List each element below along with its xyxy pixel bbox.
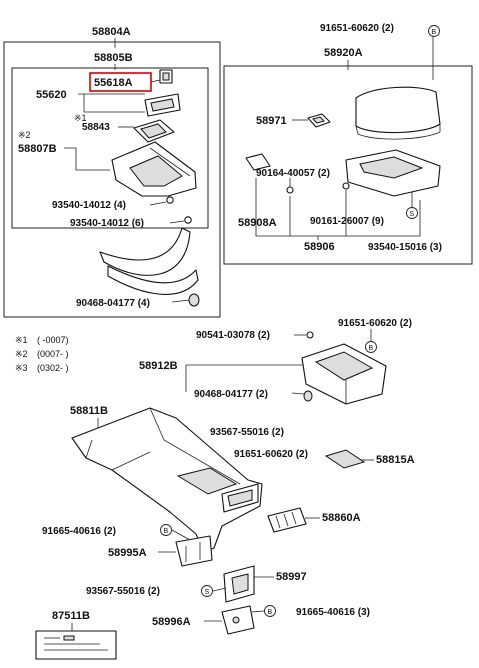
- label-58912b[interactable]: 58912B: [139, 360, 178, 372]
- part-screws-right: [286, 182, 350, 194]
- part-58843-tray: [133, 119, 175, 143]
- label-90161-26007-9[interactable]: 90161-26007 (9): [310, 216, 384, 227]
- label-58815a[interactable]: 58815A: [376, 454, 415, 466]
- label-58920a[interactable]: 58920A: [324, 47, 363, 59]
- label-58997[interactable]: 58997: [276, 571, 307, 583]
- label-91665-40616-2[interactable]: 91665-40616 (2): [42, 526, 116, 537]
- svg-text:(0007- ): (0007- ): [37, 349, 69, 359]
- label-93540-14012-6[interactable]: 93540-14012 (6): [70, 218, 144, 229]
- label-55618a[interactable]: 55618A: [94, 77, 133, 89]
- part-58995a-bracket: [175, 535, 213, 567]
- svg-text:※2: ※2: [15, 349, 28, 359]
- label-58843[interactable]: 58843: [82, 122, 110, 133]
- label-87511b[interactable]: 87511B: [52, 610, 90, 622]
- part-87511b-label-plate: [35, 630, 117, 660]
- svg-text:※1: ※1: [15, 335, 28, 345]
- part-58996a-bracket: [221, 605, 255, 635]
- part-58815a-mat: [324, 449, 366, 469]
- svg-text:S: S: [410, 211, 415, 218]
- label-93567-55016-2-a[interactable]: 93567-55016 (2): [210, 427, 284, 438]
- svg-text:※3: ※3: [15, 363, 28, 373]
- part-55618a-clip: [159, 69, 173, 84]
- badge-s-right-top: S: [406, 207, 418, 219]
- part-side-trim: [99, 227, 199, 295]
- svg-text:( -0007): ( -0007): [37, 335, 69, 345]
- svg-text:B: B: [164, 528, 169, 535]
- label-58805b[interactable]: 58805B: [94, 52, 133, 64]
- label-58860a[interactable]: 58860A: [322, 512, 361, 524]
- part-58807b-bezel: [111, 141, 197, 197]
- label-91651-60620-2-top[interactable]: 91651-60620 (2): [320, 23, 394, 34]
- svg-text:B: B: [432, 29, 437, 36]
- part-58908a-bracket: [245, 153, 271, 171]
- label-90468-04177-2[interactable]: 90468-04177 (2): [194, 389, 268, 400]
- part-90468-clip-4: [188, 293, 200, 307]
- label-91665-40616-3[interactable]: 91665-40616 (3): [296, 607, 370, 618]
- label-90164-40057-2[interactable]: 90164-40057 (2): [256, 168, 330, 179]
- label-58811b[interactable]: 58811B: [70, 405, 108, 417]
- badge-b-left: B: [160, 524, 172, 536]
- part-58811b-console: [71, 407, 263, 553]
- left-group-frame: [3, 41, 221, 318]
- label-93567-55016-2-c[interactable]: 93567-55016 (2): [86, 586, 160, 597]
- label-55620[interactable]: 55620: [36, 89, 67, 101]
- part-58906-hinge-base: [345, 149, 441, 197]
- notes-block: ※1 ( -0007) ※2 (0007- ) ※3 (0302- ): [15, 335, 69, 373]
- part-58860a-vent: [267, 507, 307, 533]
- label-91651-60620-2-b[interactable]: 91651-60620 (2): [234, 449, 308, 460]
- part-screws-93540: [166, 196, 192, 224]
- label-90541-03078-2[interactable]: 90541-03078 (2): [196, 330, 270, 341]
- label-90468-04177-4[interactable]: 90468-04177 (4): [76, 298, 150, 309]
- label-58995a[interactable]: 58995A: [108, 547, 147, 559]
- part-58997-bracket: [223, 565, 255, 603]
- badge-s-lower: S: [201, 585, 213, 597]
- label-58807b[interactable]: 58807B: [18, 143, 57, 155]
- badge-b-lower: B: [264, 605, 276, 617]
- badge-b-top: B: [428, 25, 440, 37]
- label-58971[interactable]: 58971: [256, 115, 287, 127]
- svg-text:B: B: [268, 609, 273, 616]
- note-star2: ※2: [18, 130, 31, 140]
- label-58908a[interactable]: 58908A: [238, 217, 277, 229]
- label-58996a[interactable]: 58996A: [152, 616, 191, 628]
- label-93540-14012-4[interactable]: 93540-14012 (4): [52, 200, 126, 211]
- label-93540-15016-3[interactable]: 93540-15016 (3): [368, 242, 442, 253]
- label-91651-60620-2-mid[interactable]: 91651-60620 (2): [338, 318, 412, 329]
- svg-text:S: S: [205, 589, 210, 596]
- label-58804a[interactable]: 58804A: [92, 26, 131, 38]
- svg-text:(0302- ): (0302- ): [37, 363, 69, 373]
- label-58906[interactable]: 58906: [304, 241, 335, 253]
- svg-text:B: B: [369, 345, 374, 352]
- part-58971-pad: [307, 113, 331, 128]
- left-inner-frame: [11, 67, 209, 229]
- part-58912b-tray: [301, 343, 387, 405]
- badge-b-mid: B: [365, 341, 377, 353]
- note-star1-58843: ※1: [74, 113, 87, 123]
- part-55620-box: [144, 93, 181, 117]
- part-58920a-armrest-lid: [355, 86, 441, 140]
